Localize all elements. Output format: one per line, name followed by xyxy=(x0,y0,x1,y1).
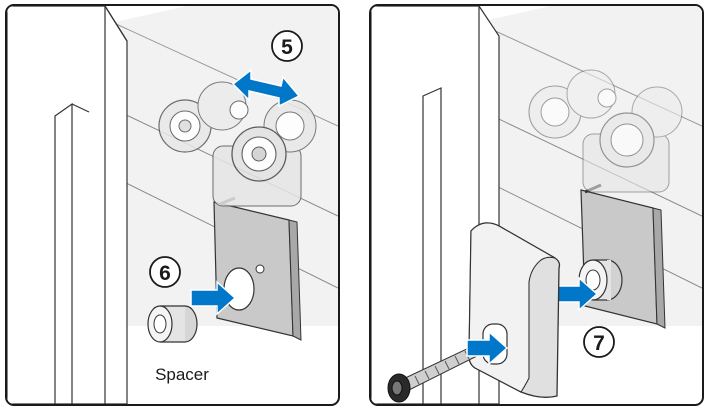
right-illustration: 7 xyxy=(371,6,702,404)
slide-arrow xyxy=(231,68,301,108)
mounting-plate-edge xyxy=(652,207,666,329)
screw xyxy=(387,345,478,403)
spacer-label: Spacer xyxy=(155,365,209,384)
door-frame-inner xyxy=(54,102,73,404)
step-5-number: 5 xyxy=(281,36,293,59)
insert-arrow-screw xyxy=(466,330,509,366)
right-panel: 7 xyxy=(369,4,704,406)
insert-arrow-left xyxy=(190,280,237,316)
step-7-circle xyxy=(583,326,615,358)
left-illustration: 5 6 Spacer xyxy=(7,6,338,404)
left-panel: 5 6 Spacer xyxy=(5,4,340,406)
mounting-plate-edge xyxy=(288,219,302,341)
step-7-number: 7 xyxy=(593,332,605,355)
frame-top xyxy=(71,103,90,113)
installed-spacer xyxy=(578,259,623,301)
spacer xyxy=(147,305,198,343)
mounting-plate xyxy=(580,189,658,325)
frame-bevel xyxy=(104,6,128,42)
roller-assembly xyxy=(528,69,683,193)
door-frame-inner xyxy=(422,87,442,404)
step-5-circle xyxy=(271,30,303,62)
step-6-circle xyxy=(149,256,181,288)
mounting-plate xyxy=(213,201,294,337)
roller-assembly xyxy=(158,81,317,207)
step-6-number: 6 xyxy=(159,262,171,285)
plate-small-hole xyxy=(255,264,265,274)
